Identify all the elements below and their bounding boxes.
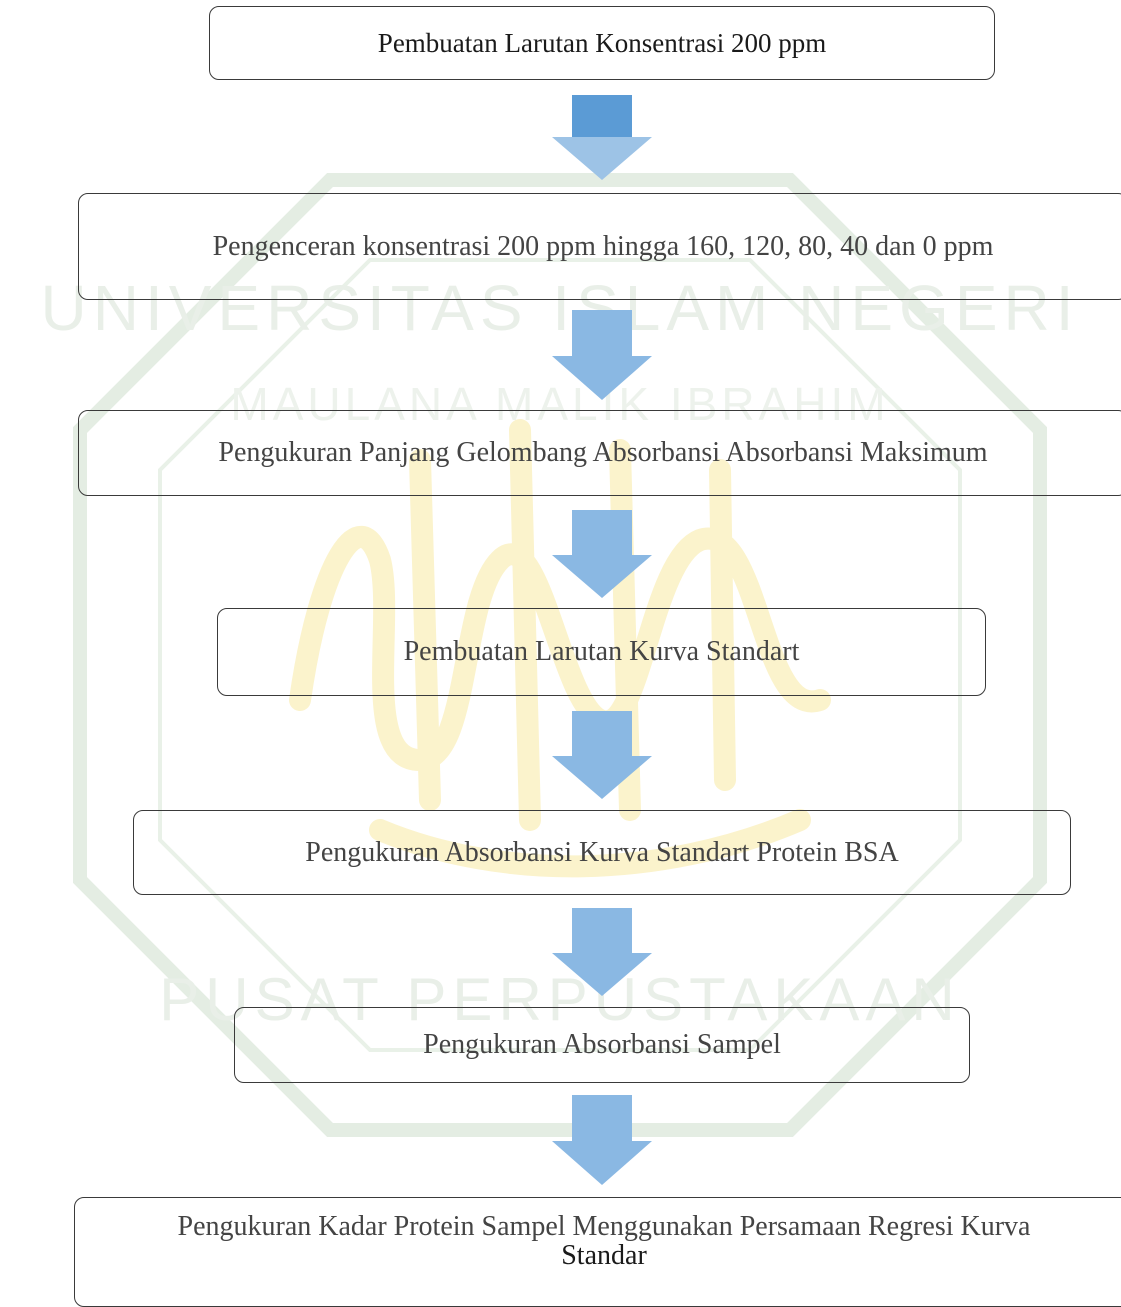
arrow-6-head (552, 1141, 652, 1185)
seal-text-inner: MAULANA MALIK IBRAHIM (230, 378, 889, 430)
arrow-down-1 (552, 95, 652, 180)
step-6-box: Pengukuran Absorbansi Sampel (234, 1007, 970, 1083)
arrow-4-head (552, 756, 652, 799)
step-4-label: Pembuatan Larutan Kurva Standart (403, 636, 800, 668)
arrow-down-5 (552, 908, 652, 996)
seal-text-bottom: PUSAT PERPUSTAKAAN (159, 966, 961, 1033)
seal-inner-octagon (158, 258, 962, 1052)
arrow-down-2 (552, 310, 652, 400)
arrow-2-shaft (572, 310, 632, 356)
step-7-box: Pengukuran Kadar Protein Sampel Mengguna… (74, 1197, 1121, 1307)
step-2-label: Pengenceran konsentrasi 200 ppm hingga 1… (212, 230, 994, 262)
step-7-label-line1: Pengukuran Kadar Protein Sampel Mengguna… (177, 1211, 1031, 1242)
arrow-down-4 (552, 711, 652, 799)
step-5-box: Pengukuran Absorbansi Kurva Standart Pro… (133, 810, 1071, 895)
arrow-1-shaft (572, 95, 632, 137)
arrow-5-head (552, 953, 652, 996)
seal-calligraphy (289, 419, 831, 878)
arrow-4-shaft (572, 711, 632, 756)
arrow-1-head (552, 137, 652, 180)
arrow-down-3 (552, 510, 652, 598)
step-1-label: Pembuatan Larutan Konsentrasi 200 ppm (377, 27, 827, 58)
step-6-label: Pengukuran Absorbansi Sampel (423, 1029, 781, 1061)
step-1-box: Pembuatan Larutan Konsentrasi 200 ppm (209, 6, 995, 80)
arrow-2-head (552, 356, 652, 400)
arrow-3-head (552, 555, 652, 598)
step-5-label: Pengukuran Absorbansi Kurva Standart Pro… (305, 836, 899, 868)
step-3-label: Pengukuran Panjang Gelombang Absorbansi … (218, 437, 988, 469)
step-7-label-line2: Standar (561, 1240, 647, 1272)
step-4-box: Pembuatan Larutan Kurva Standart (217, 608, 986, 696)
step-3-box: Pengukuran Panjang Gelombang Absorbansi … (78, 410, 1121, 496)
seal-text-outer: UNIVERSITAS ISLAM NEGERI (41, 272, 1080, 344)
arrow-5-shaft (572, 908, 632, 953)
arrow-6-shaft (572, 1095, 632, 1141)
seal-octagon-outline (73, 173, 1047, 1137)
step-2-box: Pengenceran konsentrasi 200 ppm hingga 1… (78, 193, 1121, 300)
arrow-3-shaft (572, 510, 632, 555)
arrow-down-6 (552, 1095, 652, 1185)
